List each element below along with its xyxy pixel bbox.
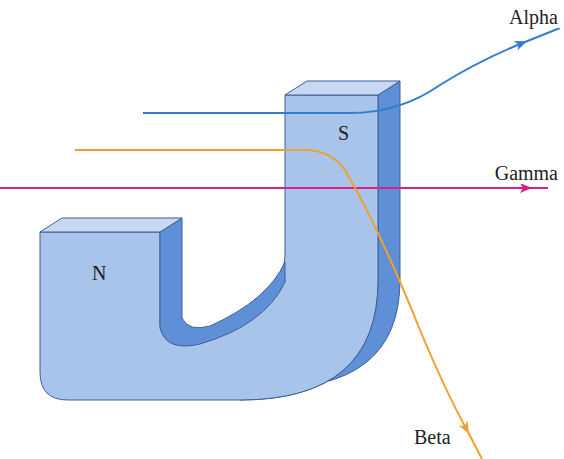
beta-ray bbox=[75, 150, 468, 432]
ray-label: Beta bbox=[412, 426, 453, 448]
gamma-ray bbox=[0, 187, 548, 189]
ray-label: Gamma bbox=[493, 162, 560, 184]
pole-label: S bbox=[338, 122, 349, 144]
north-pole-top bbox=[40, 218, 182, 232]
magnet-front-face bbox=[40, 95, 378, 400]
gamma-arrow bbox=[510, 187, 530, 189]
alpha-ray bbox=[143, 42, 525, 113]
ray-label: Alpha bbox=[507, 6, 560, 28]
magnet-inner-face bbox=[160, 218, 285, 346]
pole-label: N bbox=[92, 262, 106, 284]
south-pole-top bbox=[285, 81, 400, 95]
alpha-ray-tail bbox=[525, 28, 560, 42]
beta-ray-tail bbox=[468, 432, 482, 459]
